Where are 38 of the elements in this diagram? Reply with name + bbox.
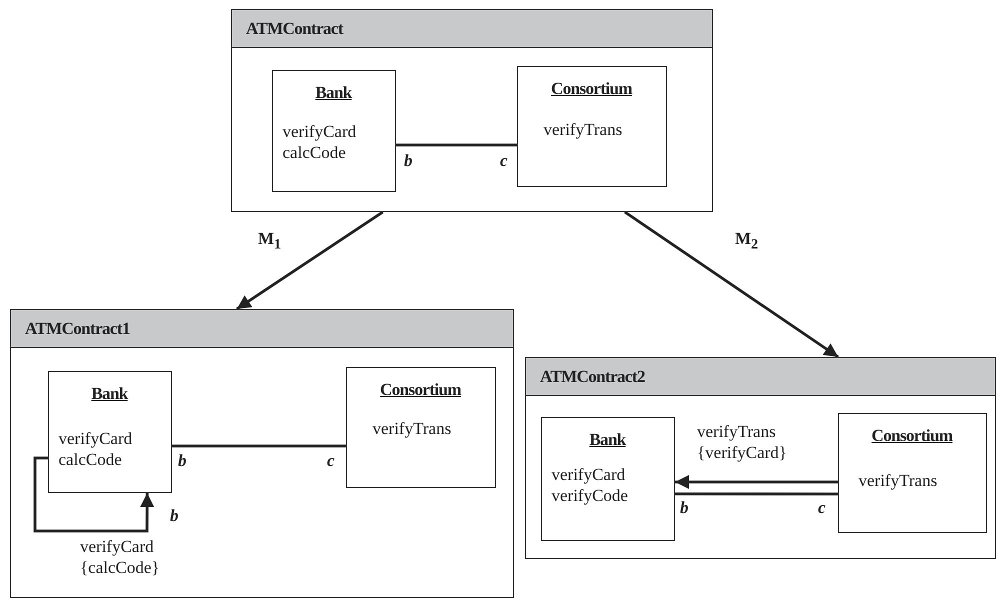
container-frame [231,9,713,212]
class-name: Bank [91,384,128,402]
role-label: b [404,151,412,171]
class-box [540,416,674,540]
role-label: c [500,151,508,171]
class-box [516,66,666,186]
class-name: Bank [589,430,626,448]
role-label: c [818,498,826,518]
association-line [396,144,517,146]
container-frame [10,309,514,598]
arrow [675,474,838,489]
role-label: b [680,498,688,518]
title-bar: ATMContract1 [11,310,513,348]
class-name: Consortium [380,380,461,398]
class-box [48,370,172,492]
role-label: b [178,451,186,471]
class-name: Consortium [551,78,632,98]
arrow [624,210,839,358]
operation-list: verifyCard calcCode [58,428,158,470]
operation-list: verifyCard verifyCode [552,464,652,506]
arrow [34,456,154,532]
operation-list: verifyTrans [544,118,644,140]
operation-list: verifyTrans [372,418,472,438]
operation-list: verifyTrans [858,470,958,490]
operation-list: verifyCard calcCode [282,120,382,162]
class-name: Bank [315,82,352,102]
association-line [172,444,346,448]
title-bar: ATMContract2 [526,358,995,396]
class-box [272,70,396,192]
class-box [838,412,986,532]
class-box [346,366,496,488]
role-label: b [170,506,178,526]
arrow [236,210,384,310]
association-line [675,492,838,496]
title-bar: ATMContract [232,10,712,48]
container-frame [525,357,996,559]
role-label: c [327,451,335,471]
class-name: Consortium [872,426,952,444]
